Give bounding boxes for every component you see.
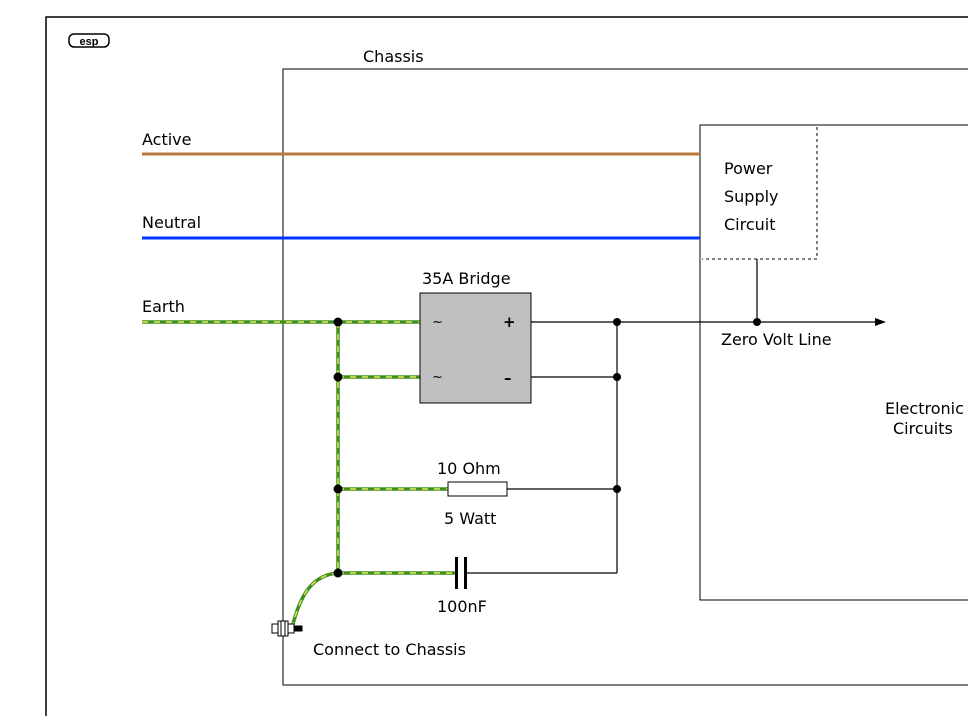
bridge-ac1-symbol: ~ xyxy=(432,315,443,330)
junction-dot xyxy=(753,318,761,326)
earth-wiring xyxy=(142,320,455,629)
zero-volt-label: Zero Volt Line xyxy=(721,330,832,349)
chassis-bolt-icon xyxy=(271,620,303,637)
active-label: Active xyxy=(142,130,192,149)
power-supply-label-1: Power xyxy=(724,159,773,178)
bridge-ac2-symbol: ~ xyxy=(432,370,443,385)
electronic-circuits-label-1: Electronic xyxy=(885,399,964,418)
chassis-label: Chassis xyxy=(363,47,424,66)
power-supply-box xyxy=(702,127,818,260)
power-supply-label-2: Supply xyxy=(724,187,779,206)
junction-dot xyxy=(333,484,343,494)
junction-dot xyxy=(333,317,343,327)
resistor-power-label: 5 Watt xyxy=(444,509,496,528)
electronic-circuits-label-2: Circuits xyxy=(893,419,953,438)
power-supply-label-3: Circuit xyxy=(724,215,776,234)
bridge-rectifier xyxy=(419,292,532,404)
bridge-label: 35A Bridge xyxy=(422,269,511,288)
junction-dot xyxy=(333,568,343,578)
resistor-value-label: 10 Ohm xyxy=(437,459,501,478)
junction-dot xyxy=(613,373,621,381)
junction-dot xyxy=(613,485,621,493)
earth-label: Earth xyxy=(142,297,185,316)
zero-volt-arrow-icon xyxy=(875,318,886,326)
junction-dots xyxy=(333,317,761,578)
bridge-plus-symbol: + xyxy=(503,313,516,331)
esp-logo-text: esp xyxy=(80,36,99,48)
electronic-circuits-box xyxy=(699,124,968,601)
bridge-minus-symbol: – xyxy=(504,369,512,387)
capacitor-value-label: 100nF xyxy=(437,597,487,616)
zero-volt-wiring xyxy=(467,259,875,574)
outer-frame xyxy=(45,16,968,721)
esp-logo: esp xyxy=(68,33,110,48)
chassis-outline xyxy=(282,68,968,686)
neutral-label: Neutral xyxy=(142,213,201,232)
resistor xyxy=(447,481,508,497)
connect-to-chassis-label: Connect to Chassis xyxy=(313,640,466,659)
junction-dot xyxy=(613,318,621,326)
junction-dot xyxy=(333,372,343,382)
capacitor xyxy=(455,557,467,589)
